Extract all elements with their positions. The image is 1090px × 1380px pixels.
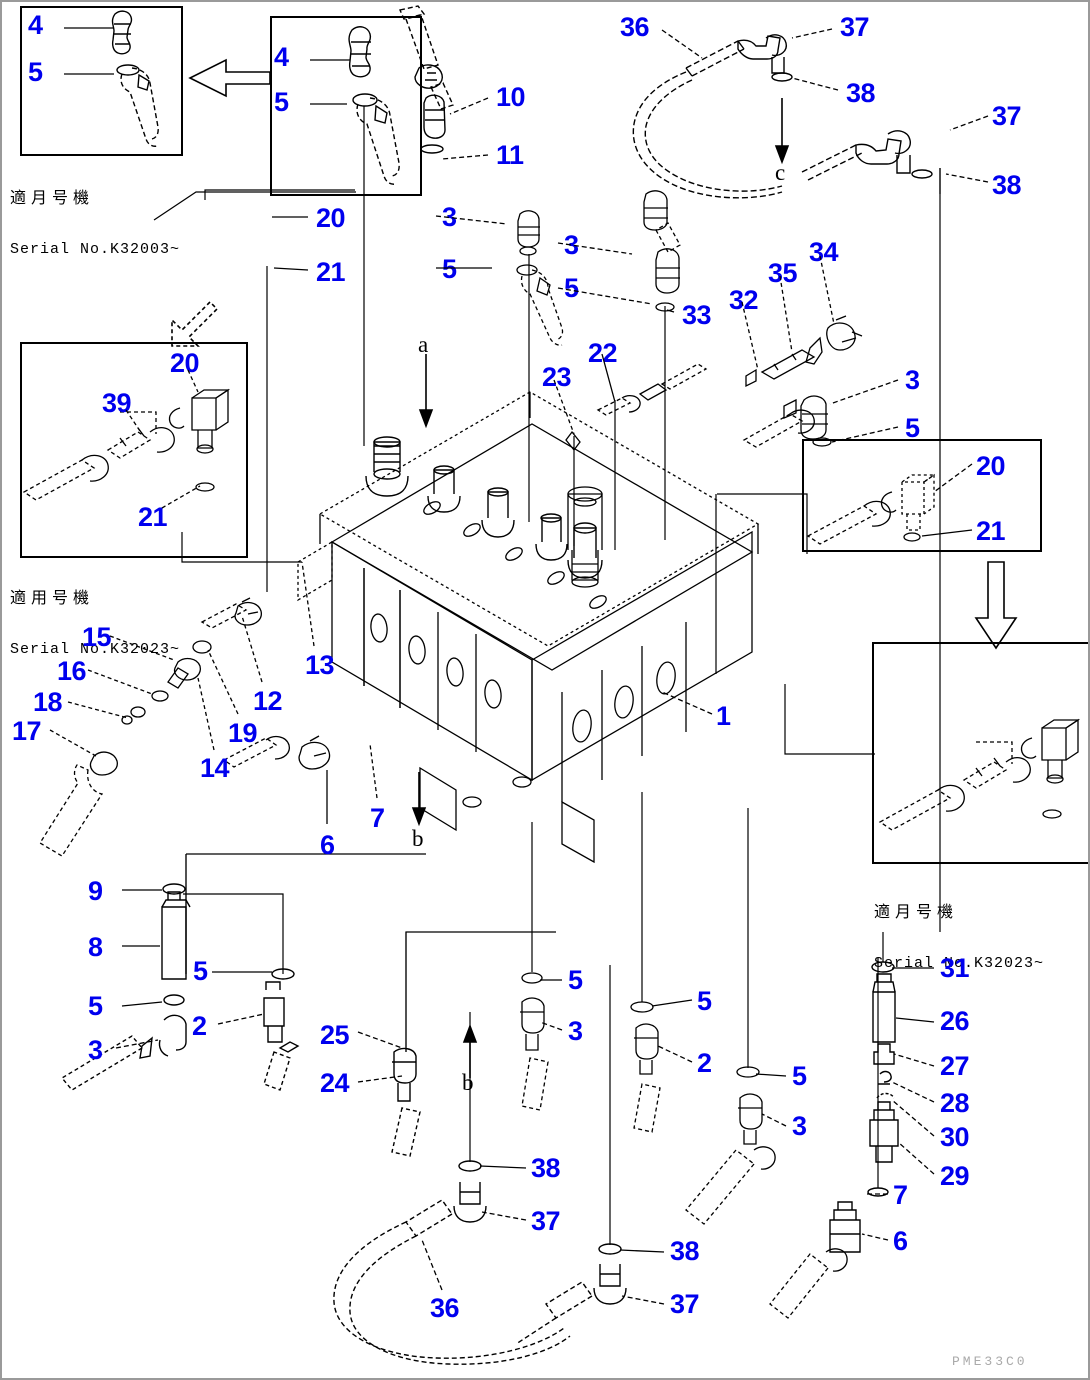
callout-37-top-right: 37 xyxy=(992,101,1022,131)
callout-1: 1 xyxy=(716,701,731,731)
section-label-b-bottom: b xyxy=(462,1070,474,1095)
callout-9: 9 xyxy=(88,876,103,906)
callout-6-left: 6 xyxy=(320,830,335,860)
callout-33: 33 xyxy=(682,300,712,330)
top-hose-assembly xyxy=(632,34,941,199)
section-label-c: c xyxy=(775,160,786,185)
callout-5-bl-b: 5 xyxy=(88,991,103,1021)
section-arrows xyxy=(411,98,790,1078)
callout-18: 18 xyxy=(33,687,63,717)
section-label-b-left: b xyxy=(412,826,424,851)
callout-10: 10 xyxy=(496,82,526,112)
callout-13: 13 xyxy=(305,650,335,680)
callout-5-bc-b: 5 xyxy=(697,986,712,1016)
callout-21-top-left: 21 xyxy=(316,257,346,287)
callout-19: 19 xyxy=(228,718,258,748)
drawing-number: PME33C0 xyxy=(952,1354,1028,1369)
callout-36-top: 36 xyxy=(620,12,650,42)
callout-3-upper-b: 3 xyxy=(564,230,579,260)
callout-5-tl: 5 xyxy=(28,57,43,87)
callout-15: 15 xyxy=(82,622,112,652)
callout-22: 22 xyxy=(588,338,618,368)
callout-5-right: 5 xyxy=(905,413,920,443)
callout-3-upper-a: 3 xyxy=(442,202,457,232)
callout-3-right: 3 xyxy=(905,365,920,395)
serial-note-top-left: 適月号機 Serial No.K32003~ xyxy=(10,154,180,293)
callout-5-tm: 5 xyxy=(274,87,289,117)
main-control-valve-body xyxy=(297,391,760,864)
callout-38-top-right: 38 xyxy=(992,170,1022,200)
callout-36-bottom: 36 xyxy=(430,1293,460,1323)
section-label-a: a xyxy=(418,332,429,357)
callout-3-bl: 3 xyxy=(88,1035,103,1065)
bottom-left-parts xyxy=(60,883,421,1157)
callout-14: 14 xyxy=(200,753,230,783)
callout-37-bottom-left: 37 xyxy=(531,1206,561,1236)
leader-lines xyxy=(153,106,941,1245)
callout-29: 29 xyxy=(940,1161,970,1191)
callout-30: 30 xyxy=(940,1122,970,1152)
callout-2-bl: 2 xyxy=(192,1011,207,1041)
callout-2-bc: 2 xyxy=(697,1048,712,1078)
callout-5-bl-a: 5 xyxy=(193,956,208,986)
callout-31: 31 xyxy=(940,953,970,983)
callout-25: 25 xyxy=(320,1020,350,1050)
callout-32: 32 xyxy=(729,285,759,315)
inset-box-right-lower xyxy=(872,642,1088,864)
right-fitting-cluster xyxy=(742,315,863,448)
serial-note-mid-left-jp: 適用号機 xyxy=(10,587,95,607)
callout-5-bc-c: 5 xyxy=(792,1061,807,1091)
callout-4-tm: 4 xyxy=(274,42,289,72)
callout-11: 11 xyxy=(496,140,524,170)
callout-5-upper-b: 5 xyxy=(564,273,579,303)
inset-box-right-upper xyxy=(802,439,1042,552)
callout-38-bottom-left: 38 xyxy=(531,1153,561,1183)
callout-23: 23 xyxy=(542,362,572,392)
callout-20-mid-left: 20 xyxy=(170,348,200,378)
callout-16: 16 xyxy=(57,656,87,686)
callout-27: 27 xyxy=(940,1051,970,1081)
callout-17: 17 xyxy=(12,716,42,746)
inset-box-top-left xyxy=(20,6,183,156)
callout-24: 24 xyxy=(320,1068,350,1098)
serial-note-top-left-jp: 適月号機 xyxy=(10,187,95,207)
callout-35: 35 xyxy=(768,258,798,288)
callout-20-right-upper: 20 xyxy=(976,451,1006,481)
inset-box-mid-left xyxy=(20,342,248,558)
callout-39-mid-left: 39 xyxy=(102,388,132,418)
callout-4-tl: 4 xyxy=(28,10,43,40)
callout-37-bottom-right: 37 xyxy=(670,1289,700,1319)
callout-26: 26 xyxy=(940,1006,970,1036)
upper-center-fittings xyxy=(516,190,708,452)
callout-38-bottom-right: 38 xyxy=(670,1236,700,1266)
callout-12: 12 xyxy=(253,686,283,716)
callout-8: 8 xyxy=(88,932,103,962)
callout-20-top-left: 20 xyxy=(316,203,346,233)
callout-37-top-left: 37 xyxy=(840,12,870,42)
inset-box-top-middle xyxy=(270,16,422,196)
callout-3-bc-a: 3 xyxy=(568,1016,583,1046)
callout-5-upper-a: 5 xyxy=(442,254,457,284)
callout-28: 28 xyxy=(940,1088,970,1118)
callout-6-right: 6 xyxy=(893,1226,908,1256)
serial-note-right-lower: 適月号機 Serial No.K32023~ xyxy=(874,868,1044,1007)
serial-note-right-lower-jp: 適月号機 xyxy=(874,901,959,921)
callout-7-left: 7 xyxy=(370,803,385,833)
callout-34: 34 xyxy=(809,237,839,267)
serial-note-top-left-en: Serial No.K32003~ xyxy=(10,241,181,259)
callout-38-top-left: 38 xyxy=(846,78,876,108)
callout-7-right: 7 xyxy=(893,1180,908,1210)
callout-21-mid-left: 21 xyxy=(138,502,168,532)
callout-5-bc-a: 5 xyxy=(568,965,583,995)
callout-3-bc-b: 3 xyxy=(792,1111,807,1141)
callout-21-right-upper: 21 xyxy=(976,516,1006,546)
bottom-hose-assembly xyxy=(333,1160,627,1365)
